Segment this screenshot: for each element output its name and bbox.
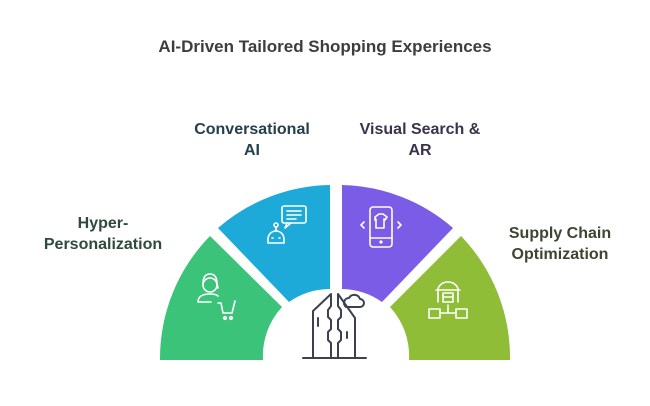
label-line-1: Visual Search & (359, 121, 481, 138)
label-line-2: Optimization (511, 246, 609, 263)
label-line-2: AI (244, 142, 260, 159)
label-visual-search-ar: Visual Search & AR (350, 119, 490, 161)
label-conversational-ai: Conversational AI (182, 119, 322, 161)
segment-hyper-personalization (159, 236, 282, 360)
label-line-1: Hyper- (77, 215, 129, 232)
label-line-1: Conversational (194, 121, 310, 138)
label-line-2: AR (408, 142, 432, 159)
warehouse-network-icon (428, 281, 468, 319)
diagram-title: AI-Driven Tailored Shopping Experiences (158, 37, 492, 56)
person-cart-icon (197, 273, 236, 321)
label-hyper-personalization: Hyper- Personalization (28, 213, 178, 255)
city-buildings-icon (302, 293, 367, 359)
segment-supply-chain (390, 236, 511, 360)
chatbot-icon (267, 205, 307, 244)
label-supply-chain: Supply Chain Optimization (495, 223, 625, 265)
label-line-1: Supply Chain (508, 225, 612, 242)
phone-shirt-icon (360, 206, 402, 248)
label-line-2: Personalization (43, 236, 163, 253)
